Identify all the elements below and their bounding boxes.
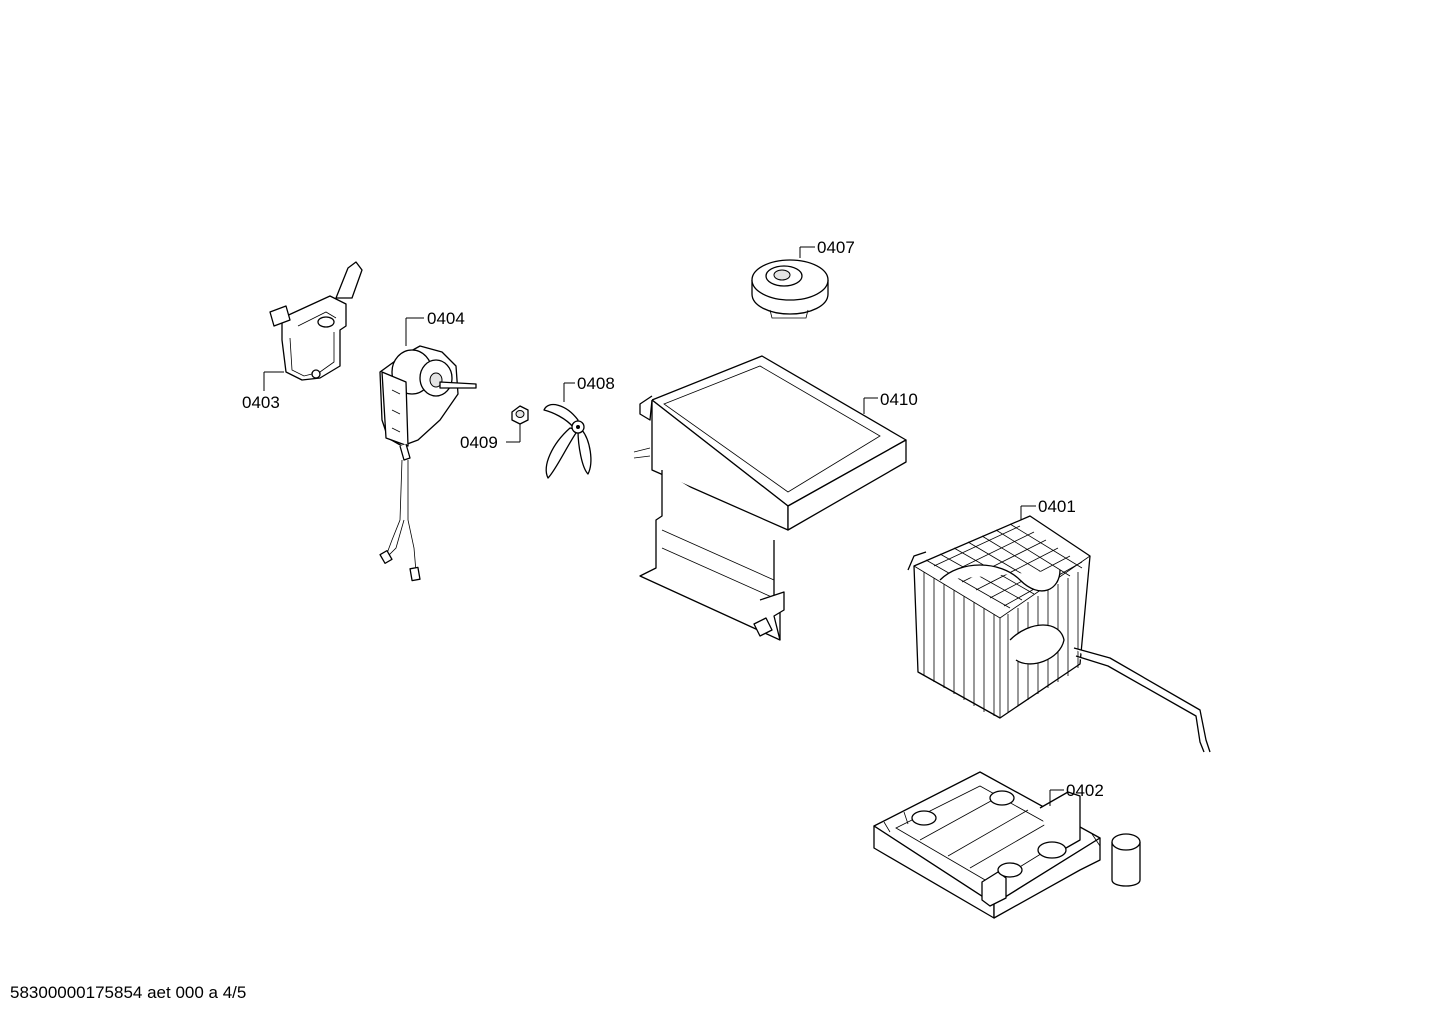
callout-label-0402: 0402	[1066, 781, 1104, 800]
part-0408-fan-blade[interactable]	[543, 403, 592, 479]
callout-label-0410: 0410	[880, 390, 918, 409]
part-0409-nut[interactable]	[511, 405, 529, 425]
callout-0410: 0410	[863, 390, 918, 414]
part-0402-base-tray[interactable]	[873, 771, 1141, 919]
part-0401-evaporator-coil[interactable]	[907, 515, 1211, 753]
callout-0402: 0402	[1049, 781, 1104, 806]
part-0407-round-cap[interactable]	[751, 259, 829, 319]
callout-label-0409: 0409	[460, 433, 498, 452]
callout-0404: 0404	[405, 309, 465, 346]
callout-0407: 0407	[799, 238, 855, 258]
part-0403-bracket[interactable]	[269, 261, 363, 381]
callout-label-0403: 0403	[242, 393, 280, 412]
callout-0403: 0403	[242, 371, 284, 412]
callout-label-0401: 0401	[1038, 497, 1076, 516]
callout-0408: 0408	[563, 374, 615, 402]
callout-0401: 0401	[1020, 497, 1076, 520]
part-0404-fan-motor[interactable]	[379, 345, 477, 582]
callout-0409: 0409	[460, 424, 521, 452]
callout-label-0404: 0404	[427, 309, 465, 328]
part-0410-housing-tray[interactable]	[633, 355, 907, 641]
callout-label-0408: 0408	[577, 374, 615, 393]
callout-label-0407: 0407	[817, 238, 855, 257]
footer-document-id: 58300000175854 aet 000 a 4/5	[10, 983, 247, 1002]
